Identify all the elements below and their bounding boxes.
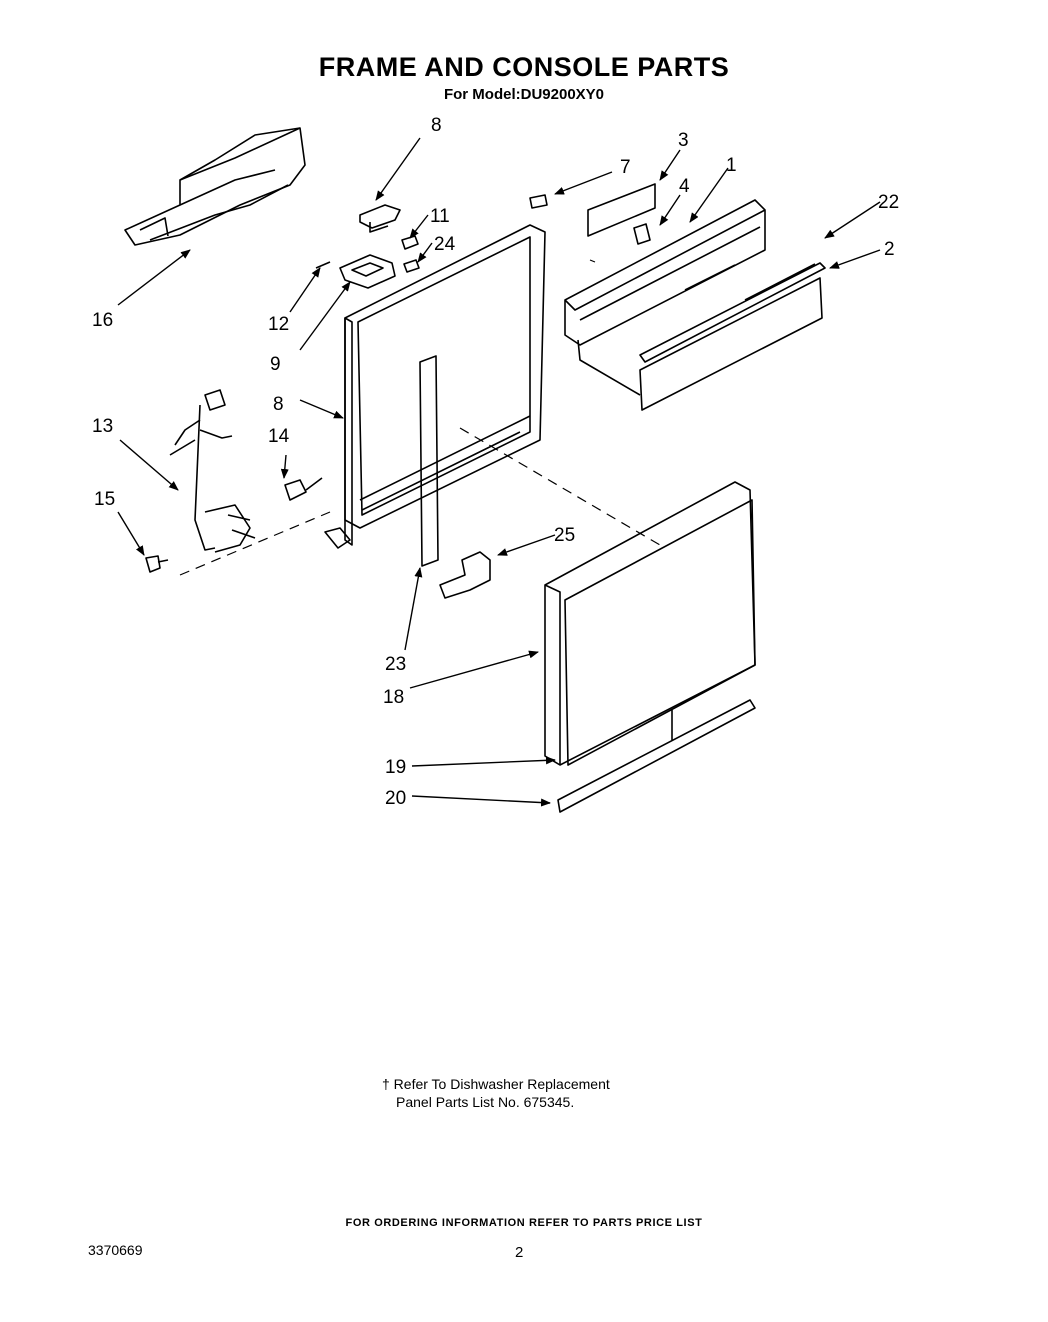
part-15-screw <box>145 555 169 573</box>
assembly-lines <box>179 259 661 576</box>
part-2-console-panel <box>639 263 823 411</box>
ordering-info: FOR ORDERING INFORMATION REFER TO PARTS … <box>345 1217 703 1229</box>
callout-10: 9 <box>270 354 281 375</box>
callout-3: 3 <box>678 130 689 151</box>
document-number: 3370669 <box>88 1242 143 1258</box>
part-19-inner-panel <box>564 499 756 766</box>
part-1-console <box>564 199 766 396</box>
callout-14: 14 <box>268 426 290 447</box>
part-25-hinge-clip <box>439 551 491 599</box>
callout-23: 23 <box>385 654 406 675</box>
callout-8: 8 <box>273 394 284 415</box>
callout-12: 12 <box>268 314 289 335</box>
part-12-screw <box>315 261 331 269</box>
callout-25: 25 <box>554 525 575 546</box>
callout-19: 19 <box>385 757 406 778</box>
callout-labels: 8 7 3 4 1 22 2 11 24 16 12 9 8 13 14 15 … <box>92 115 899 809</box>
callout-1: 1 <box>726 155 737 176</box>
part-24-clip <box>403 259 420 273</box>
note-line-2: Panel Parts List No. 675345. <box>396 1094 575 1110</box>
part-20-bottom-trim <box>557 699 756 813</box>
page-number: 2 <box>515 1244 524 1261</box>
callout-18: 18 <box>383 687 404 708</box>
callout-16: 16 <box>92 310 113 331</box>
callout-15: 15 <box>94 489 115 510</box>
part-9-latch <box>359 204 401 233</box>
part-22-trim <box>639 262 826 363</box>
note-line-1: † Refer To Dishwasher Replacement <box>382 1076 610 1092</box>
part-18-outer-panel <box>544 481 756 766</box>
callout-13: 13 <box>92 416 113 437</box>
callout-20: 20 <box>385 788 406 809</box>
leader-arrows <box>117 137 881 807</box>
part-3-bracket <box>587 183 656 237</box>
callout-24: 24 <box>434 234 456 255</box>
callout-9: 8 <box>431 115 442 136</box>
part-8-door-frame <box>324 224 546 549</box>
page-title: FRAME AND CONSOLE PARTS <box>318 52 730 82</box>
callout-2: 2 <box>884 239 895 260</box>
part-10-bracket <box>339 254 396 289</box>
replacement-note: † Refer To Dishwasher Replacement Panel … <box>382 1075 610 1111</box>
callout-4: 4 <box>679 176 690 197</box>
callout-7: 7 <box>620 157 631 178</box>
part-4-switch <box>633 223 651 245</box>
part-13-wire-harness <box>169 389 256 553</box>
model-subtitle: For Model:DU9200XY0 <box>443 86 605 103</box>
part-14-switch <box>284 477 323 501</box>
part-23-strip <box>419 355 439 567</box>
part-16-console-housing <box>124 127 306 246</box>
part-7-screw <box>529 194 548 209</box>
callout-22: 22 <box>878 192 899 213</box>
callout-11: 11 <box>430 206 450 227</box>
